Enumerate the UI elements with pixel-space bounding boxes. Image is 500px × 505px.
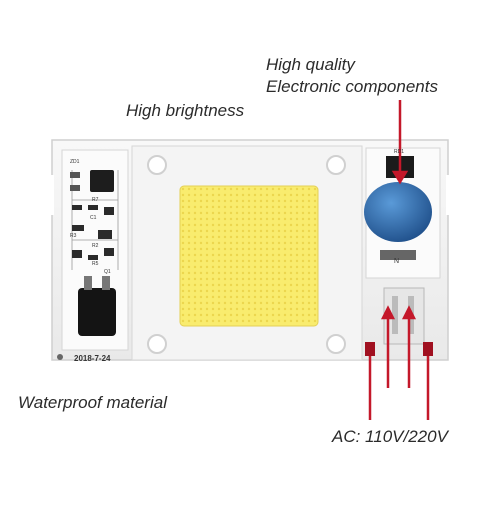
- pcb-marking-q1: Q1: [104, 269, 111, 275]
- pcb-marking-r3: R3: [70, 233, 77, 239]
- label-high-quality: High quality: [266, 55, 355, 74]
- mount-hole: [147, 155, 167, 175]
- circuit-traces: [71, 170, 119, 270]
- led-chip-array: [179, 185, 319, 327]
- pcb-marking-n: N: [394, 258, 400, 265]
- pcb-marking-r2: R2: [92, 243, 99, 249]
- pcb-marking-r7: R7: [92, 197, 99, 203]
- label-high-brightness: High brightness: [126, 101, 245, 120]
- mount-hole: [326, 334, 346, 354]
- mount-hole: [326, 155, 346, 175]
- smd-resistors: [72, 205, 114, 260]
- label-electronic-components: Electronic components: [266, 77, 438, 96]
- ic-chip: [90, 170, 114, 192]
- label-waterproof-material: Waterproof material: [18, 393, 167, 412]
- annotation-arrows: [368, 100, 430, 420]
- left-wire-tip: [365, 342, 375, 356]
- right-notch: [446, 175, 460, 215]
- pcb-date-code: 2018-7-24: [74, 354, 111, 363]
- waterproof-transistor: [78, 288, 116, 336]
- label-ac-voltage: AC: 110V/220V: [332, 427, 448, 446]
- varistor: [364, 182, 432, 242]
- pcb-marking-r5: R5: [92, 261, 99, 267]
- right-wire-tip: [423, 342, 433, 356]
- mount-hole: [147, 334, 167, 354]
- pcb-marking-rd1: RD1: [394, 149, 405, 155]
- pcb-marking-zd1: ZD1: [70, 159, 80, 165]
- pcb-marking-c1: C1: [90, 215, 97, 221]
- left-notch: [40, 175, 54, 215]
